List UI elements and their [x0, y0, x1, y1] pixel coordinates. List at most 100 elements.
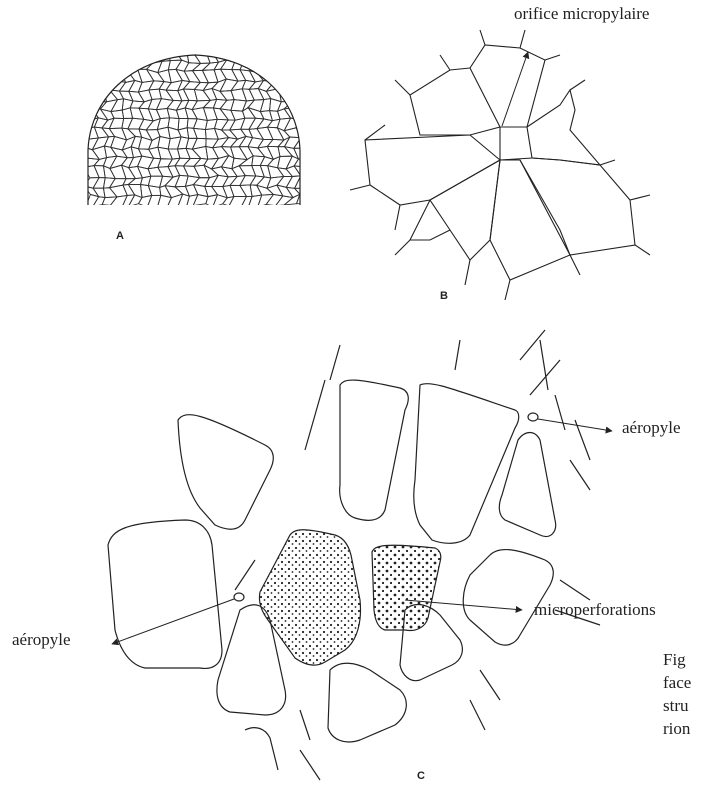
chorion-cell	[286, 166, 301, 177]
chorion-cell	[221, 120, 235, 130]
chorion-cell	[185, 108, 197, 119]
chorion-cell	[296, 120, 308, 131]
chorion-cell	[84, 51, 96, 62]
chorion-cell	[284, 101, 300, 108]
chorion-cell	[213, 99, 227, 108]
chorion-cell	[285, 51, 300, 64]
chorion-cell	[275, 54, 289, 64]
chorion-cell	[241, 118, 256, 129]
chorion-cell	[138, 69, 154, 82]
chorion-cell	[223, 197, 234, 206]
chorion-cell	[221, 167, 237, 177]
chorion-cell	[175, 175, 188, 186]
chorion-cell	[83, 88, 100, 101]
chorion-cell	[82, 60, 96, 72]
chorion-cell	[205, 175, 218, 186]
chorion-cell	[122, 61, 137, 73]
chorion-cell	[232, 166, 245, 177]
chorion-cell	[295, 51, 309, 63]
chorion-cell	[202, 70, 218, 83]
chorion-cell	[102, 128, 115, 137]
chorion-cell	[192, 70, 208, 82]
chorion-cell	[268, 61, 282, 73]
chorion-cell	[295, 61, 310, 72]
chorion-cell	[220, 91, 234, 101]
chorion-cell	[231, 100, 247, 112]
chorion-cell	[294, 159, 311, 167]
chorion-cell	[294, 148, 311, 159]
chorion-cell	[183, 89, 197, 101]
chorion-cell	[250, 176, 264, 185]
chorion-cell	[102, 197, 117, 205]
chorion-cell	[204, 158, 218, 169]
chorion-cell	[278, 168, 293, 177]
chorion-cell	[260, 99, 270, 112]
chorion-cell	[129, 50, 143, 61]
chorion-cell	[287, 63, 300, 72]
chorion-cell	[183, 158, 200, 166]
chorion-cell	[296, 98, 309, 109]
chorion-cell	[93, 188, 105, 197]
chorion-cell	[84, 178, 99, 189]
chorion-cell	[168, 118, 179, 130]
chorion-cell	[83, 79, 97, 90]
chorion-cell	[100, 60, 114, 72]
caption-line: rion	[663, 717, 707, 740]
chorion-cell	[178, 89, 189, 101]
chorion-cell	[278, 109, 291, 119]
chorion-cell	[129, 80, 142, 92]
chorion-cell	[194, 119, 208, 130]
chorion-cell	[102, 52, 114, 61]
panel-c-letter: C	[417, 770, 425, 782]
chorion-cell	[296, 194, 307, 204]
chorion-cell	[249, 81, 263, 90]
chorion-cell	[113, 61, 127, 72]
microperforations-label: microperforations	[534, 600, 656, 620]
chorion-cell	[192, 146, 207, 159]
chorion-cell	[83, 138, 98, 150]
chorion-cell	[257, 61, 271, 72]
panel-a-drawing	[82, 50, 311, 207]
chorion-cell	[194, 89, 210, 100]
chorion-cell	[240, 51, 255, 63]
chorion-cell	[167, 50, 182, 60]
chorion-cell	[267, 51, 282, 61]
chorion-cell	[242, 89, 254, 101]
panel-c-drawing	[108, 330, 612, 780]
chorion-cell	[248, 147, 265, 157]
caption-line: stru	[663, 694, 707, 717]
chorion-cell	[110, 185, 128, 197]
chorion-cell	[295, 79, 310, 90]
chorion-cell	[95, 60, 107, 70]
chorion-cell	[294, 166, 309, 176]
chorion-cell	[258, 89, 270, 100]
chorion-cell	[212, 89, 227, 101]
aeropyle-label-left: aéropyle	[12, 630, 71, 650]
chorion-cell	[232, 70, 246, 81]
chorion-cell	[295, 175, 310, 188]
chorion-cell	[121, 52, 136, 63]
chorion-cell	[86, 101, 100, 109]
chorion-cell	[250, 51, 263, 63]
chorion-cell	[82, 70, 96, 80]
chorion-cell	[295, 89, 309, 101]
chorion-cell	[268, 166, 284, 178]
chorion-cell	[257, 51, 270, 63]
chorion-cell	[276, 72, 290, 83]
chorion-cell	[230, 51, 244, 61]
chorion-cell	[287, 89, 300, 101]
panel-a-letter: A	[116, 230, 124, 242]
chorion-cell	[92, 80, 105, 90]
chorion-cell	[139, 137, 153, 149]
chorion-cell	[206, 146, 219, 159]
chorion-cell	[140, 50, 153, 63]
chorion-cell	[100, 70, 116, 81]
chorion-cell	[278, 137, 290, 147]
chorion-cell	[109, 118, 123, 128]
caption-line: Fig	[663, 648, 707, 671]
chorion-cell	[214, 60, 227, 70]
chorion-cell	[122, 118, 133, 129]
